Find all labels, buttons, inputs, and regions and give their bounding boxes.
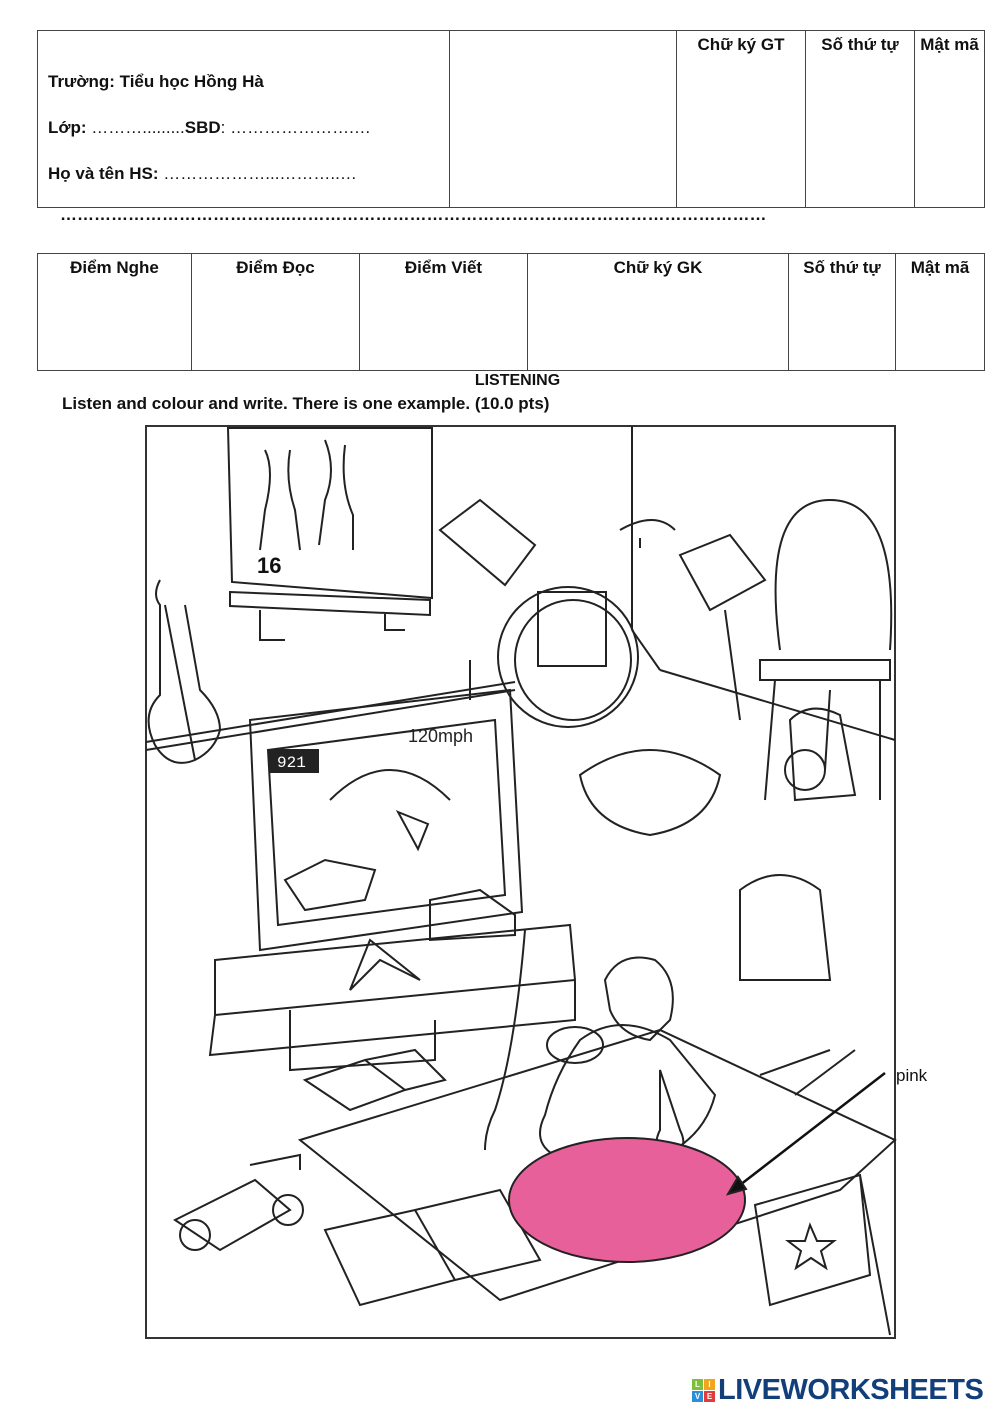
- badge-letter-e: E: [704, 1391, 715, 1402]
- student-info-table: Trường: Tiểu học Hồng Hà Lớp: ……….......…: [37, 30, 985, 208]
- flag: [753, 1173, 891, 1336]
- cut-line: …………………………………..……………………………………………………………………: [60, 205, 767, 224]
- tv-speed: 120mph: [408, 726, 473, 746]
- liveworksheets-logo: L I V E LIVEWORKSHEETS: [692, 1374, 984, 1407]
- poster-number: 16: [257, 553, 281, 578]
- signature-gk-header: Chữ ký GK: [527, 253, 789, 371]
- example-answer-label: pink: [896, 1066, 928, 1085]
- code-header: Mật mã: [914, 30, 985, 208]
- blank-cell: [449, 30, 677, 208]
- room-illustration: 16 921: [145, 425, 897, 1339]
- drum-kit: [438, 498, 767, 728]
- comic-book: [323, 1188, 542, 1307]
- order-number-header: Số thứ tự: [805, 30, 915, 208]
- room-walls: [145, 426, 896, 751]
- violin: [147, 579, 222, 764]
- badge-letter-l: L: [692, 1379, 703, 1390]
- badge-letter-v: V: [692, 1391, 703, 1402]
- cushion-floor: [578, 749, 722, 837]
- score-table: Điểm Nghe Điểm Đọc Điểm Viết Chữ ký GK S…: [37, 253, 985, 371]
- class-label: Lớp:: [48, 118, 87, 137]
- code-header: Mật mã: [895, 253, 985, 371]
- example-arrow: [725, 1072, 886, 1196]
- score-reading-header: Điểm Đọc: [191, 253, 360, 371]
- signature-gt-header: Chữ ký GT: [676, 30, 806, 208]
- book-floor: [302, 1048, 447, 1112]
- chair: [759, 498, 893, 801]
- boy: [539, 956, 717, 1167]
- badge-letter-i: I: [704, 1379, 715, 1390]
- student-info-cell: Trường: Tiểu học Hồng Hà Lớp: ……….......…: [37, 30, 450, 208]
- score-writing-header: Điểm Viết: [359, 253, 528, 371]
- instruction: Listen and colour and write. There is on…: [62, 394, 550, 413]
- sbd-field[interactable]: : ………………….…: [220, 118, 371, 137]
- name-label: Họ và tên HS:: [48, 164, 159, 183]
- pencils: [759, 1049, 856, 1096]
- backpack-small: [784, 707, 857, 802]
- tv-score: 921: [277, 754, 306, 772]
- toy-car: [173, 1153, 304, 1252]
- logo-text: LIVEWORKSHEETS: [718, 1374, 984, 1406]
- poster: 16: [226, 427, 433, 600]
- wall-shelf: [229, 590, 431, 641]
- name-field[interactable]: ………………...………..…: [163, 164, 357, 183]
- backpack: [739, 874, 832, 981]
- sbd-label: SBD: [184, 118, 221, 137]
- pink-cushion: [508, 1137, 746, 1263]
- illustration-frame: [145, 425, 896, 1339]
- order-number-header: Số thứ tự: [788, 253, 896, 371]
- live-badge-icon: L I V E: [692, 1379, 715, 1402]
- section-title: LISTENING: [474, 372, 561, 389]
- television: 921 120mph: [248, 688, 524, 991]
- school-label: Trường: Tiểu học Hồng Hà: [48, 72, 264, 91]
- class-field[interactable]: ……….........: [91, 118, 185, 137]
- tv-stand: [208, 888, 577, 1151]
- score-listening-header: Điểm Nghe: [37, 253, 192, 371]
- mat: [297, 1028, 897, 1302]
